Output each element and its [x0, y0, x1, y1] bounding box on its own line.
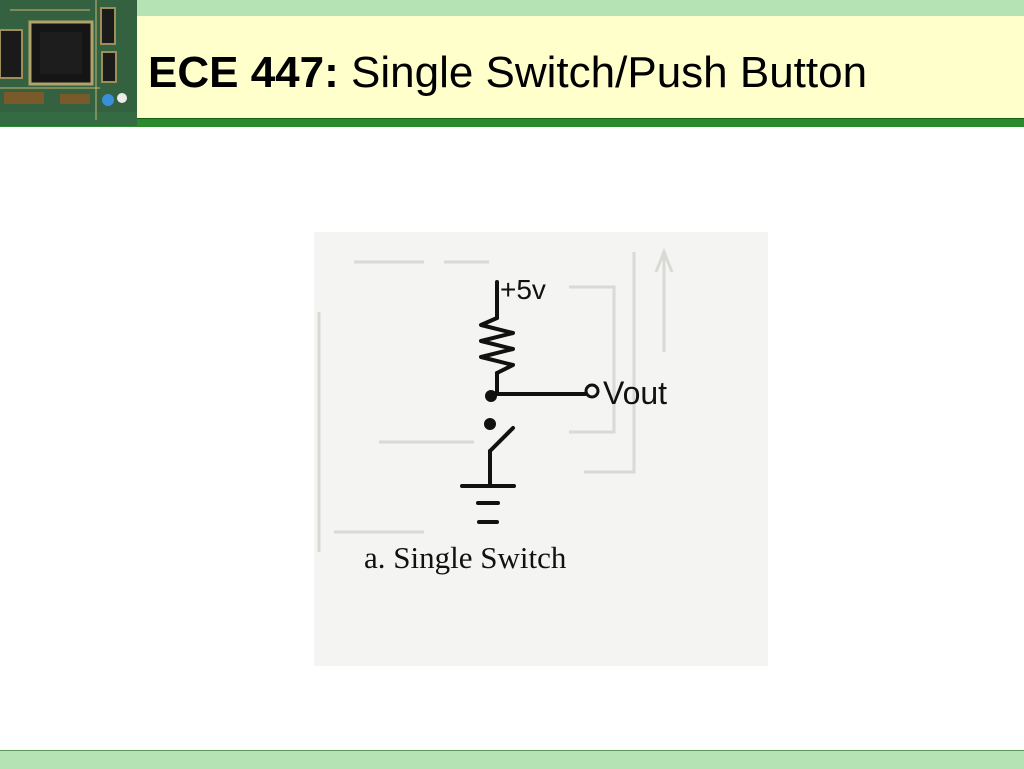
slide-header — [0, 16, 1024, 120]
supply-label: +5v — [500, 274, 546, 305]
header-divider — [0, 118, 1024, 127]
switch-contact-dot — [484, 418, 496, 430]
pull-up-resistor — [479, 316, 515, 375]
switch-lever — [488, 426, 515, 453]
bottom-strip — [0, 750, 1024, 769]
circuit-figure: +5v Vout a. Single Switch — [314, 232, 768, 666]
output-label: Vout — [603, 375, 667, 411]
single-switch-schematic: +5v Vout a. Single Switch — [317, 247, 674, 575]
output-terminal — [584, 383, 600, 399]
circuit-board-photo-icon — [0, 0, 137, 126]
top-strip — [0, 0, 1024, 17]
schematic-wires — [460, 280, 587, 524]
figure-caption: a. Single Switch — [364, 540, 567, 575]
slide-title: ECE 447: Single Switch/Push Button — [148, 45, 867, 101]
scan-artifacts — [317, 247, 674, 552]
course-code: ECE 447: — [148, 48, 339, 97]
slide-topic: Single Switch/Push Button — [351, 48, 868, 97]
junction-dot — [485, 390, 497, 402]
